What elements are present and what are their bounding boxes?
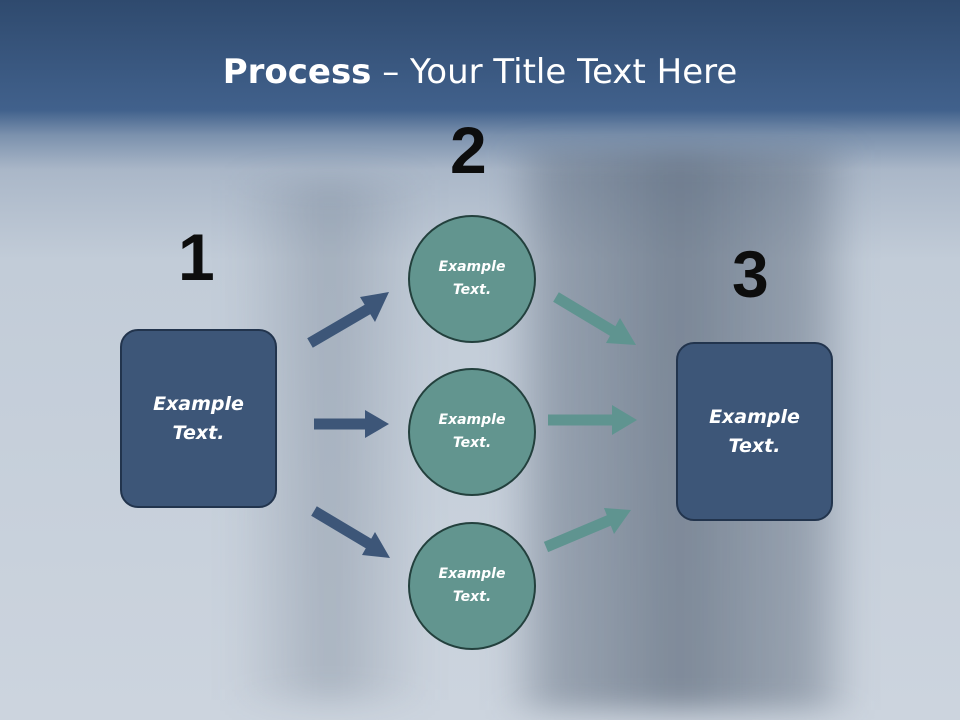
arrowhead-mid-left — [365, 410, 389, 438]
step-3-box: Example Text. — [676, 342, 833, 521]
arrowhead-mid-right — [612, 405, 637, 435]
step-2-circle-middle: Example Text. — [408, 368, 536, 496]
arrowhead-up-right — [604, 508, 631, 534]
arrowhead-down-left — [362, 532, 390, 558]
arrowhead-down-right — [606, 318, 636, 345]
step-2-circle-bottom: Example Text. — [408, 522, 536, 650]
step-1-box: Example Text. — [120, 329, 277, 508]
arrow-shaft-up-right — [543, 514, 613, 553]
step-2-circle-top: Example Text. — [408, 215, 536, 343]
step-3-text: Example Text. — [709, 405, 800, 457]
arrow-shaft-down-right — [553, 292, 619, 338]
arrow-shaft-down-left — [311, 506, 374, 550]
title-bold: Process — [222, 52, 372, 92]
title-rest: – Your Title Text Here — [371, 52, 738, 92]
circle-middle-text: Example Text. — [438, 412, 506, 451]
arrow-shaft-up-left — [307, 303, 373, 348]
arrowhead-up-left — [360, 292, 389, 322]
circle-top-text: Example Text. — [438, 259, 506, 298]
step-1-text: Example Text. — [153, 392, 244, 444]
slide-title: Process – Your Title Text Here — [0, 52, 960, 92]
step-number-2: 2 — [450, 113, 487, 187]
step-number-3: 3 — [732, 237, 769, 311]
step-number-1: 1 — [178, 220, 215, 294]
circle-bottom-text: Example Text. — [438, 566, 506, 605]
